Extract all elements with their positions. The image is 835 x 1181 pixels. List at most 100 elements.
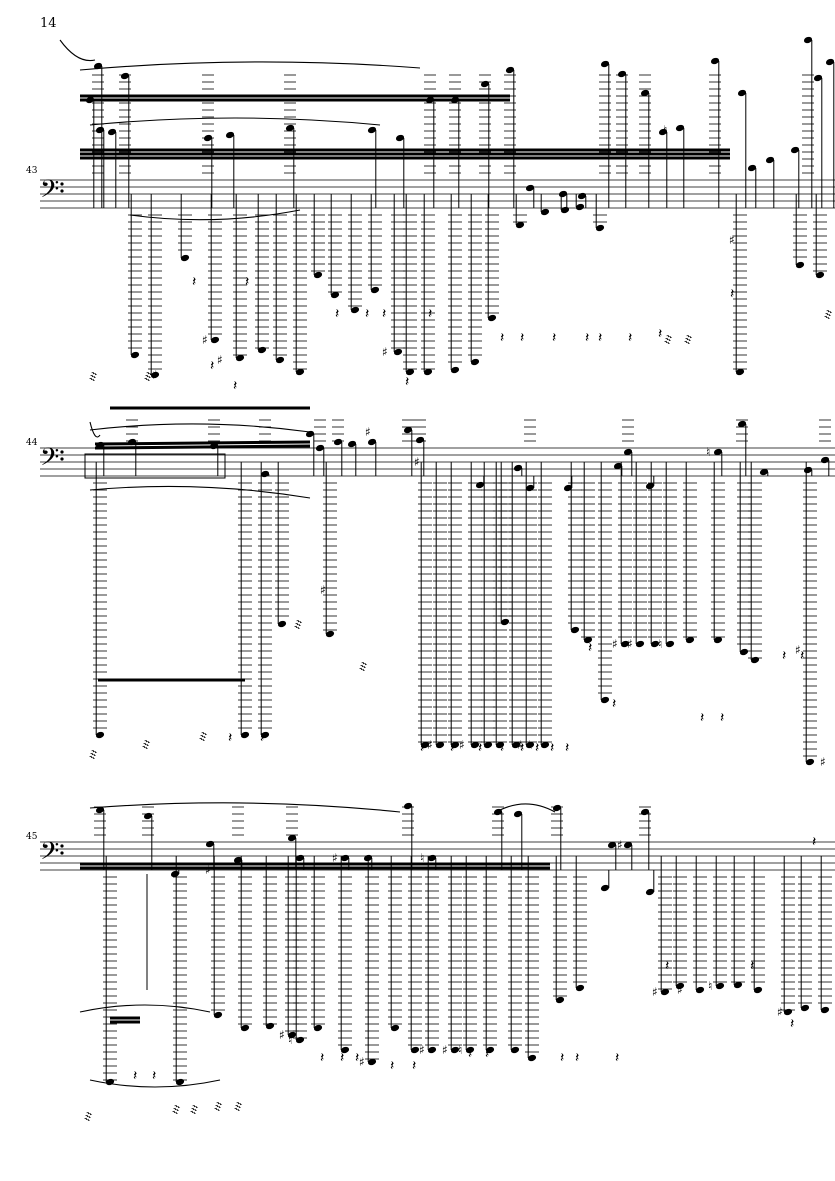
sharp-sign: ♯ [365, 425, 371, 439]
staff-notation: 𝄢♯♯♯♯♯♯♯♯♯♯♮♮♮𝄽𝄽𝄽𝄽𝄽𝄽𝄽𝄽𝄽𝄽𝄽𝄽𝄽𝄽𝄽𝄽𝄽𝄽𝄽𝄽𝄽𝄽𝄽𝄽𝄽𝄽… [40, 406, 835, 769]
quarter-rest: 𝄽 [260, 730, 264, 746]
grace-rests: 𝄽𝄽𝄽 [292, 619, 305, 631]
sharp-sign: ♯ [612, 637, 618, 651]
bass-clef-dot [60, 457, 64, 461]
notehead [675, 124, 685, 132]
sharp-sign: ♯ [427, 738, 433, 752]
tie-slur [89, 421, 101, 438]
bass-clef-dot [60, 844, 64, 848]
quarter-rest: 𝄽 [565, 740, 569, 756]
notehead [527, 1054, 537, 1062]
tie-slur [89, 802, 401, 813]
notehead [340, 854, 350, 862]
quarter-rest: 𝄽 [152, 1068, 156, 1084]
notehead [393, 348, 403, 356]
notehead [313, 271, 323, 279]
notehead [790, 146, 800, 154]
notehead [93, 62, 103, 70]
notehead [150, 371, 160, 379]
sharp-sign: ♯ [820, 755, 826, 769]
sharp-sign: ♯ [152, 368, 158, 382]
quarter-rest: 𝄽 [468, 1046, 472, 1062]
notehead [325, 630, 335, 638]
quarter-rest: 𝄽 [320, 1050, 324, 1066]
notehead [340, 1046, 350, 1054]
notehead [480, 80, 490, 88]
notehead [510, 1046, 520, 1054]
notehead [240, 731, 250, 739]
notehead [403, 802, 413, 810]
quarter-rest: 𝄽 [750, 958, 754, 974]
natural-sign: ♮ [288, 1033, 292, 1047]
tie-slur [89, 117, 381, 126]
notehead [513, 464, 523, 472]
quarter-rest: 𝄽 [382, 306, 386, 322]
notehead [483, 741, 493, 749]
notehead [107, 128, 117, 136]
quarter-rest: 𝄽 [485, 1046, 489, 1062]
grace-rests: 𝄽𝄽𝄽 [188, 1104, 201, 1116]
notehead [710, 57, 720, 65]
natural-sign: ♮ [658, 637, 662, 651]
quarter-rest: 𝄽 [478, 740, 482, 756]
notehead [515, 221, 525, 229]
notehead [333, 438, 343, 446]
grace-rests: 𝄽𝄽𝄽 [212, 1101, 225, 1113]
notehead [260, 731, 270, 739]
notehead [175, 1078, 185, 1086]
tie-slur [79, 1004, 211, 1013]
notehead [495, 741, 505, 749]
notehead [347, 440, 357, 448]
staff-notation: 𝄢♯♯♯♯♯♮𝄽𝄽𝄽𝄽𝄽𝄽𝄽𝄽𝄽𝄽𝄽𝄽𝄽𝄽𝄽𝄽𝄽𝄽𝄽𝄽𝄽𝄽𝄽𝄽𝄽𝄽𝄽𝄽𝄽𝄽𝄽𝄽 [40, 36, 835, 390]
grace-rests: 𝄽𝄽𝄽 [232, 1101, 245, 1113]
notehead [525, 184, 535, 192]
notehead [595, 224, 605, 232]
quarter-rest: 𝄽 [520, 330, 524, 346]
notehead [277, 620, 287, 628]
notehead [607, 841, 617, 849]
notehead [635, 640, 645, 648]
notehead [105, 1078, 115, 1086]
notehead [295, 368, 305, 376]
sharp-sign: ♯ [617, 838, 623, 852]
notehead [713, 448, 723, 456]
notehead [500, 618, 510, 626]
quarter-rest: 𝄽 [210, 358, 214, 374]
notehead [390, 1024, 400, 1032]
notehead [120, 72, 130, 80]
notehead [427, 1046, 437, 1054]
quarter-rest: 𝄽 [628, 330, 632, 346]
notehead [475, 481, 485, 489]
notehead [617, 70, 627, 78]
notehead [803, 36, 813, 44]
sharp-sign: ♯ [414, 455, 420, 469]
quarter-rest: 𝄽 [665, 958, 669, 974]
notehead [563, 484, 573, 492]
notehead [575, 203, 585, 211]
quarter-rest: 𝄽 [192, 274, 196, 290]
quarter-rest: 𝄽 [340, 1050, 344, 1066]
quarter-rest: 𝄽 [720, 710, 724, 726]
tie-slur [79, 61, 421, 71]
sharp-sign: ♯ [777, 1005, 783, 1019]
notehead [733, 981, 743, 989]
quarter-rest: 𝄽 [500, 740, 504, 756]
natural-sign: ♮ [420, 851, 424, 865]
quarter-rest: 𝄽 [575, 1050, 579, 1066]
measure-number: 45 [26, 832, 38, 842]
notehead [367, 126, 377, 134]
tie-slur [499, 803, 556, 813]
notehead [275, 356, 285, 364]
natural-sign: ♮ [708, 979, 712, 993]
notehead [315, 444, 325, 452]
notehead [583, 636, 593, 644]
sharp-sign: ♯ [359, 1055, 365, 1069]
quarter-rest: 𝄽 [782, 648, 786, 664]
notehead [695, 986, 705, 994]
notehead [485, 1046, 495, 1054]
notehead [257, 346, 267, 354]
notehead [560, 206, 570, 214]
notehead [450, 366, 460, 374]
score-system-3: 𝄢♯♯♯♯♯♯♯♯♯♯♮♮♮♮𝄽𝄽𝄽𝄽𝄽𝄽𝄽𝄽𝄽𝄽𝄽𝄽𝄽𝄽𝄽𝄽𝄽𝄽𝄽𝄽𝄽𝄽𝄽𝄽𝄽… [40, 802, 835, 1123]
notehead [511, 741, 521, 749]
